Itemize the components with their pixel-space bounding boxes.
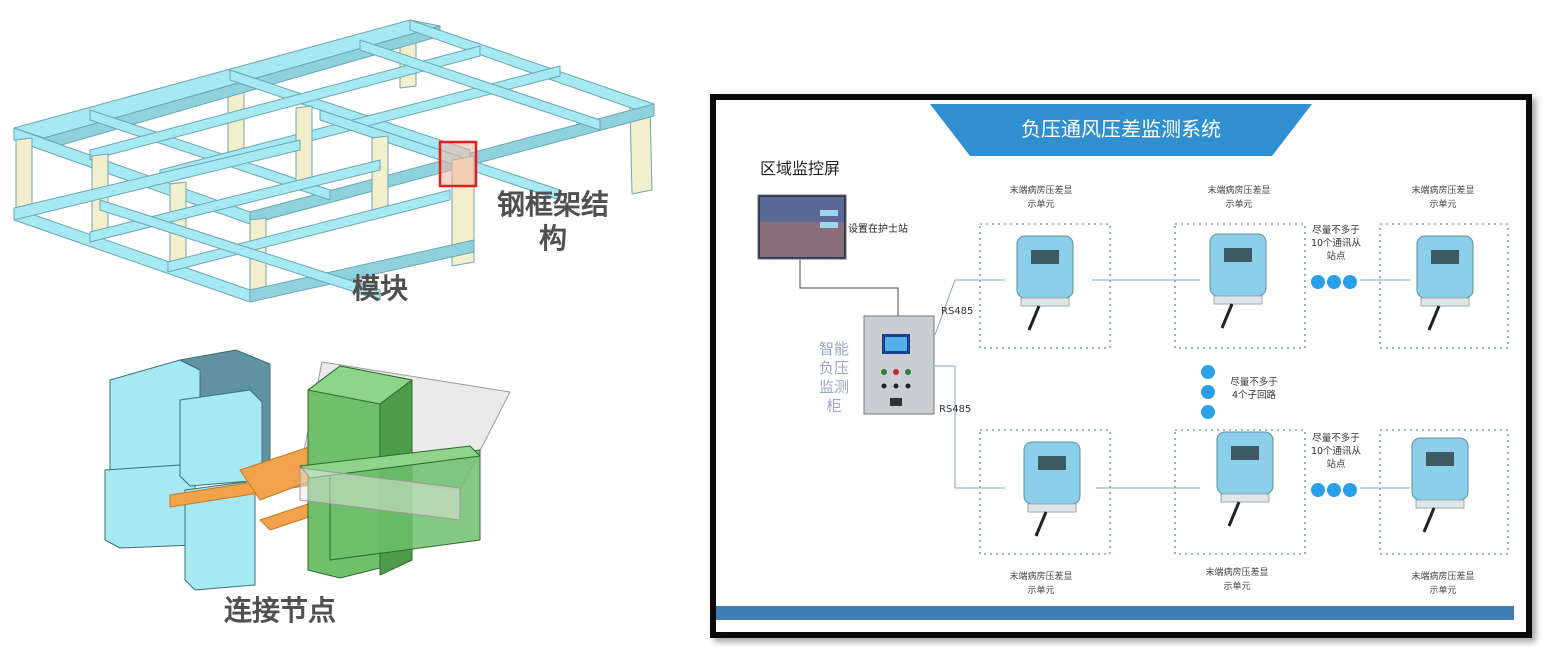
nurse-station-label: 设置在护士站 [848,224,908,235]
unit-label-line: 示单元 [1223,582,1251,592]
slave-station-dot [1311,275,1325,289]
slave-station-dot [1311,483,1325,497]
module-label: 模块 [351,272,408,305]
note-line: 站点 [1326,459,1346,470]
area-screen-label: 区域监控屏 [760,159,841,178]
note-line: 10个通讯从 [1310,238,1362,249]
area-monitor-screen [757,194,847,260]
unit-frame-bottom-2 [1174,429,1306,555]
note-line: 尽量不多于 [1312,433,1360,444]
slave-station-dot [1327,275,1341,289]
bottom-beam [249,239,475,303]
note-line: 4个子回路 [1231,390,1277,401]
note-line: 尽量不多于 [1312,225,1360,236]
bottom-beam [13,139,301,221]
unit-label-line: 末端病房压差显 [1009,186,1073,196]
note-line: 尽量不多于 [1230,377,1278,388]
unit-frame-bottom-1 [979,429,1111,555]
rs485-bottom-label: RS485 [939,404,972,415]
pressure-display-device [1416,235,1474,331]
title-banner [930,104,1312,156]
pressure-display-device [1016,235,1074,331]
rs485-top-wire [934,279,1005,336]
unit-label-line: 示单元 [1225,200,1253,210]
top-beam [89,109,331,201]
unit-label-top-2: 末端病房压差显 示单元 [1184,184,1294,212]
connection-joint-label: 连接节点 [223,594,336,627]
unit-label-bottom-1: 末端病房压差显 示单元 [986,570,1096,598]
cyan-block [184,481,256,591]
system-title: 负压通风压差监测系统 [1021,117,1221,141]
unit-label-line: 末端病房压差显 [1207,186,1271,196]
top-beam [359,39,601,131]
unit-label-top-1: 末端病房压差显 示单元 [986,184,1096,212]
slave-station-dot [1343,275,1357,289]
unit-frame-top-1 [979,223,1111,349]
pressure-display-device [1216,431,1274,527]
rs485-top-label: RS485 [941,306,974,317]
note-line: 10个通讯从 [1310,446,1362,457]
unit-label-bottom-3: 末端病房压差显 示单元 [1388,570,1498,598]
frame-structure-label: 钢框架结 构 [478,188,628,256]
rs485-bottom-wire [935,365,1005,489]
translucent-beam-front [299,467,461,521]
slave-station-note-bottom: 尽量不多于 10个通讯从 站点 [1304,432,1368,471]
pressure-display-device [1411,437,1469,533]
unit-label-line: 末端病房压差显 [1205,568,1269,578]
sub-loop-note: 尽量不多于 4个子回路 [1222,376,1286,402]
unit-label-line: 示单元 [1027,586,1055,596]
highlight-box [438,140,478,188]
monitoring-system-panel [710,94,1532,638]
unit-label-line: 末端病房压差显 [1009,572,1073,582]
slave-station-dot [1327,483,1341,497]
sub-loop-dot [1201,365,1215,379]
frame-label-line: 钢框架结 [496,188,609,221]
steel-frame-module-drawing [13,19,655,303]
unit-label-top-3: 末端病房压差显 示单元 [1388,184,1498,212]
top-beam [89,45,481,161]
unit-label-line: 示单元 [1429,200,1457,210]
unit-label-line: 末端病房压差显 [1411,186,1475,196]
cabinet-label: 智能负压监测柜 [818,340,849,415]
pressure-display-device [1209,233,1267,329]
sub-loop-dot [1201,405,1215,419]
frame-label-line: 构 [538,222,567,255]
unit-label-line: 示单元 [1429,586,1457,596]
bottom-bar [716,606,1514,620]
sub-loop-dot [1201,385,1215,399]
unit-frame-top-2 [1174,223,1306,349]
pressure-display-device [1023,441,1081,537]
note-line: 站点 [1326,251,1346,262]
slave-station-note-top: 尽量不多于 10个通讯从 站点 [1304,224,1368,263]
connection-joint-drawing [104,349,511,591]
unit-label-line: 末端病房压差显 [1411,572,1475,582]
screen-to-cabinet-wire [799,260,899,316]
bottom-beam [99,199,381,301]
unit-label-bottom-2: 末端病房压差显 示单元 [1182,566,1292,594]
unit-label-line: 示单元 [1027,200,1055,210]
slave-station-dot [1343,483,1357,497]
smart-pressure-cabinet [863,315,935,415]
